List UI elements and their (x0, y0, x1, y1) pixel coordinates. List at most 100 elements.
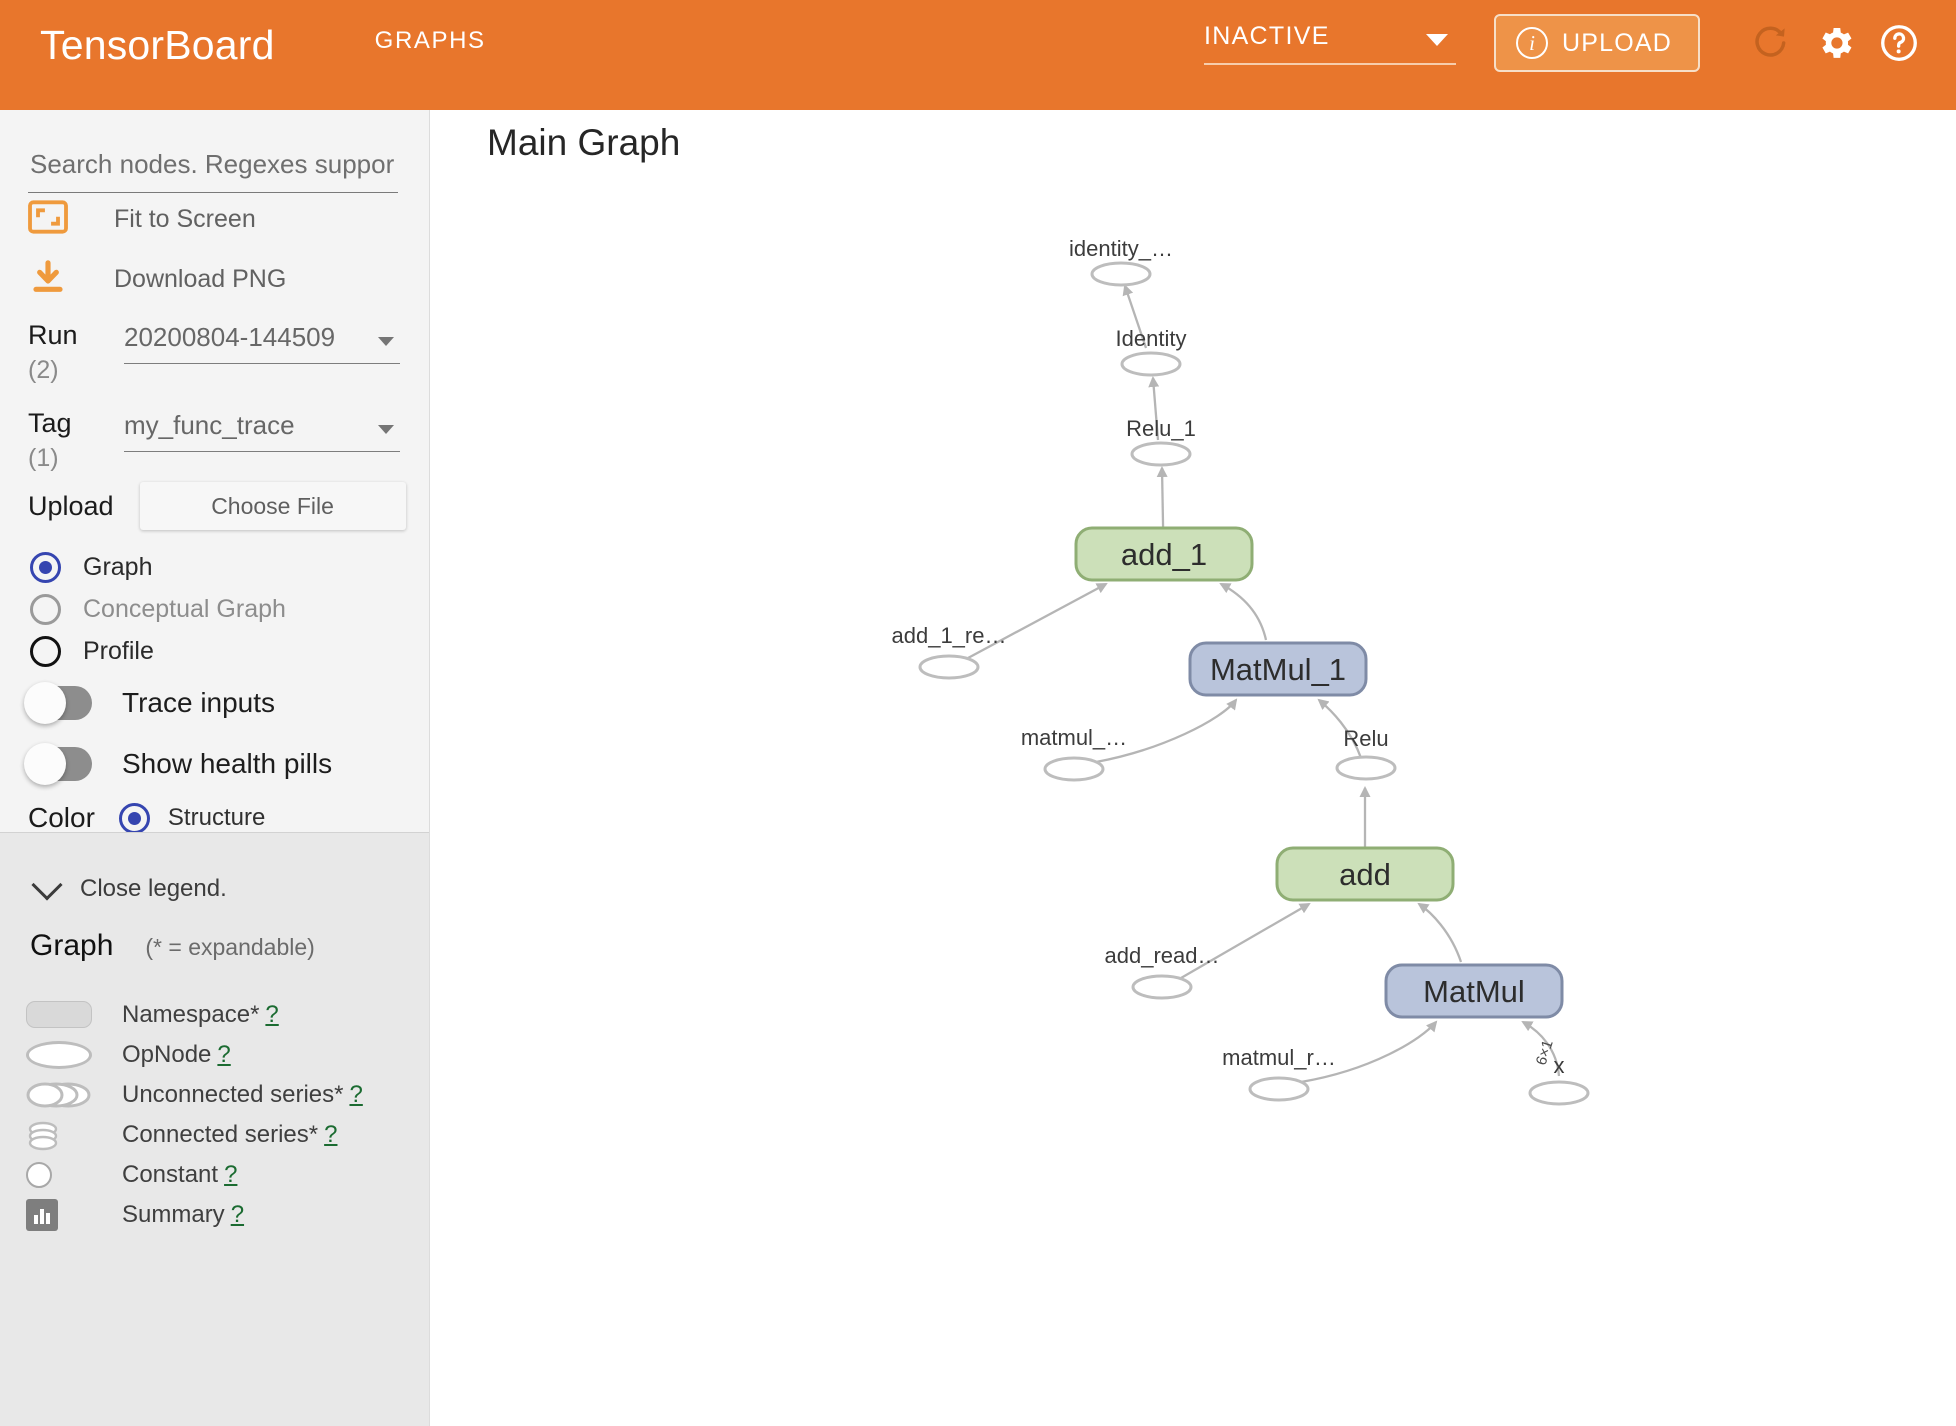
edge-addread-to-add (1180, 902, 1311, 979)
toggle-knob (24, 682, 66, 724)
toggle-trace-inputs-switch[interactable] (24, 682, 92, 724)
opnode-shape (1335, 755, 1397, 781)
node-add-1-read[interactable]: add_1_re… (892, 623, 1007, 680)
constant-swatch-icon (26, 1161, 122, 1188)
tag-dropdown[interactable]: my_func_trace (124, 410, 400, 452)
legend-item-connected-series: Connected series* ? (26, 1119, 426, 1150)
run-dropdown[interactable]: 20200804-144509 (124, 322, 400, 364)
node-label: MatMul_1 (1210, 652, 1346, 687)
opnode-shape (1090, 261, 1152, 287)
legend-label-opnode: OpNode (122, 1040, 212, 1068)
help-link-connected-series[interactable]: ? (324, 1120, 338, 1148)
node-relu[interactable]: Relu (1335, 726, 1397, 781)
opnode-shape (1248, 1076, 1310, 1102)
edge-relu-to-matmul1 (1317, 698, 1363, 759)
graph-canvas[interactable]: Main Graph 6×1 identity_… (431, 110, 1956, 1426)
fit-to-screen-label: Fit to Screen (114, 205, 256, 233)
node-matmul-1[interactable]: MatMul_1 (1188, 641, 1368, 697)
node-matmul[interactable]: MatMul (1384, 963, 1564, 1019)
sidebar-scroll-area[interactable]: Fit to Screen Download PNG Run (2) 20200… (0, 110, 429, 1426)
legend-title: Graph (30, 929, 114, 962)
download-png-button[interactable]: Download PNG (28, 258, 286, 301)
legend-header: Graph (* = expandable) (30, 929, 315, 963)
namespace-shape (1074, 526, 1254, 582)
radio-profile-label: Profile (83, 637, 154, 665)
fit-to-screen-button[interactable]: Fit to Screen (28, 200, 256, 239)
legend-item-constant: Constant ? (26, 1159, 426, 1190)
radio-graph[interactable]: Graph (30, 552, 152, 583)
help-link-unconnected-series[interactable]: ? (349, 1080, 363, 1108)
summary-swatch-icon (26, 1198, 122, 1231)
opnode-shape (1120, 351, 1182, 377)
node-label: matmul_… (1021, 725, 1127, 750)
choose-file-button[interactable]: Choose File (139, 482, 406, 530)
node-add-1[interactable]: add_1 (1074, 526, 1254, 582)
toggle-show-health-pills-switch[interactable] (24, 743, 92, 785)
upload-button[interactable]: i UPLOAD (1493, 14, 1700, 72)
legend-item-summary: Summary ? (26, 1198, 426, 1231)
opnode-shape (1043, 756, 1105, 782)
download-icon (28, 258, 68, 301)
search-input[interactable] (28, 148, 398, 181)
run-label: Run (28, 320, 78, 350)
connected-series-swatch-icon (26, 1119, 122, 1151)
namespace-shape (1188, 641, 1368, 697)
node-label: Relu (1343, 726, 1388, 751)
radio-profile[interactable]: Profile (30, 636, 154, 667)
legend-subtitle: (* = expandable) (145, 934, 315, 960)
upload-label: Upload (28, 490, 114, 521)
chevron-down-icon (378, 337, 394, 346)
radio-structure-indicator[interactable] (118, 802, 150, 834)
refresh-icon[interactable] (1752, 23, 1792, 63)
run-status-dropdown[interactable]: INACTIVE (1203, 22, 1456, 65)
node-relu-1[interactable]: Relu_1 (1126, 416, 1196, 467)
legend-item-unconnected-series: Unconnected series* ? (26, 1079, 426, 1110)
help-link-constant[interactable]: ? (224, 1160, 238, 1188)
help-icon[interactable] (1878, 22, 1920, 64)
node-add[interactable]: add (1275, 846, 1455, 902)
graph-edges: 6×1 (967, 284, 1561, 1084)
legend-panel: Close legend. Graph (* = expandable) Nam… (0, 832, 429, 1426)
legend-label-summary: Summary (122, 1200, 225, 1228)
toggle-trace-inputs[interactable]: Trace inputs (24, 682, 276, 724)
gear-icon[interactable] (1814, 22, 1856, 64)
color-field: Color Structure (28, 802, 265, 834)
tab-graphs[interactable]: GRAPHS (374, 27, 486, 54)
search-field[interactable] (28, 148, 398, 193)
page-title: Main Graph (487, 122, 681, 163)
toggle-show-health-pills[interactable]: Show health pills (24, 743, 332, 785)
legend-item-namespace: Namespace* ? (26, 999, 426, 1030)
node-x[interactable]: x (1528, 1053, 1590, 1106)
toggle-trace-inputs-label: Trace inputs (122, 687, 276, 718)
radio-graph-label: Graph (83, 553, 153, 581)
node-add-read[interactable]: add_read… (1105, 943, 1220, 1000)
namespace-shape (1384, 963, 1564, 1019)
radio-graph-indicator (30, 552, 61, 583)
tag-count: (1) (28, 444, 59, 472)
close-legend-button[interactable]: Close legend. (31, 869, 227, 903)
radio-conceptual-graph[interactable]: Conceptual Graph (30, 594, 286, 625)
legend-label-namespace: Namespace* (122, 1000, 260, 1028)
help-link-opnode[interactable]: ? (217, 1040, 231, 1068)
legend-item-opnode: OpNode ? (26, 1039, 426, 1070)
upload-field: Upload Choose File (28, 482, 406, 530)
opnode-shape (1528, 1080, 1590, 1106)
app-header: TensorBoard GRAPHS INACTIVE i UPLOAD (0, 0, 1956, 128)
download-png-label: Download PNG (114, 265, 287, 293)
legend-label-connected-series: Connected series* (122, 1120, 319, 1148)
help-link-summary[interactable]: ? (230, 1200, 245, 1228)
node-identity[interactable]: Identity (1116, 326, 1187, 377)
node-label: add_read… (1105, 943, 1220, 968)
header-actions: INACTIVE i UPLOAD (1203, 14, 1920, 72)
run-count: (2) (28, 356, 59, 384)
namespace-shape (1275, 846, 1455, 902)
help-link-namespace[interactable]: ? (265, 1000, 279, 1028)
node-identity-out[interactable]: identity_… (1069, 236, 1173, 287)
app-title: TensorBoard (40, 22, 275, 68)
edge-relu1-to-identity (1148, 376, 1160, 441)
run-value: 20200804-144509 (124, 322, 336, 352)
graph-svg[interactable]: 6×1 identity_… Identity Relu_1 add_1 add… (431, 110, 1956, 1426)
node-matmul-read[interactable]: matmul_r… (1222, 1045, 1336, 1102)
edge-identity-to-identityout (1122, 284, 1148, 349)
node-matmul-read-1[interactable]: matmul_… (1021, 725, 1127, 782)
